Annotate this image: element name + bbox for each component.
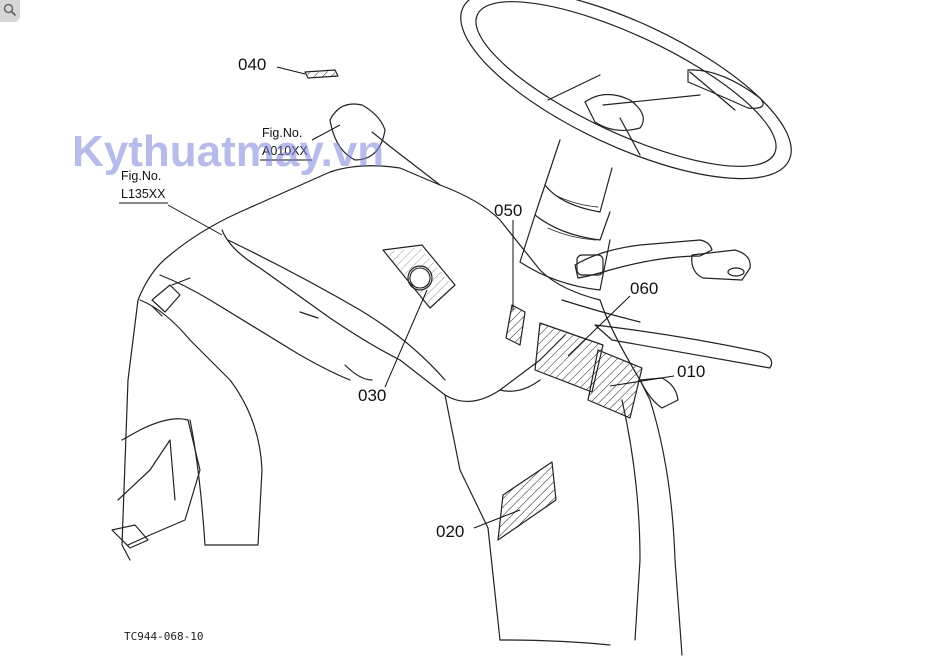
- figure-ref-a010xx: Fig.No. A010XX: [260, 126, 312, 161]
- side-lever: [561, 299, 773, 369]
- fig-caption: Fig.No.: [262, 126, 302, 140]
- part-label-060: 060: [630, 279, 658, 298]
- leader-lines: [167, 66, 675, 529]
- zoom-magnifier-button[interactable]: [0, 0, 20, 22]
- dash-panel: [111, 103, 683, 656]
- steering-column: [519, 139, 613, 291]
- decal-040: [304, 69, 339, 79]
- part-label-030: 030: [358, 386, 386, 405]
- fig-number: L135XX: [121, 187, 166, 201]
- switch-component: [151, 277, 191, 317]
- fig-caption: Fig.No.: [121, 169, 161, 183]
- decal-050: [505, 304, 526, 346]
- magnifier-icon: [3, 3, 17, 17]
- drawing-code: TC944-068-10: [124, 630, 203, 643]
- shift-lever: [574, 239, 751, 281]
- watermark: Kythuatmay.vn: [72, 127, 384, 176]
- part-label-010: 010: [677, 362, 705, 381]
- figure-ref-l135xx: Fig.No. L135XX: [119, 169, 168, 204]
- part-label-050: 050: [494, 201, 522, 220]
- part-label-020: 020: [436, 522, 464, 541]
- panel-emblem-socket: [382, 244, 456, 309]
- fig-number: A010XX: [262, 144, 309, 158]
- part-label-040: 040: [238, 55, 266, 74]
- steering-wheel: [460, 0, 792, 180]
- decal-010: [587, 349, 643, 419]
- decal-020: [497, 461, 557, 541]
